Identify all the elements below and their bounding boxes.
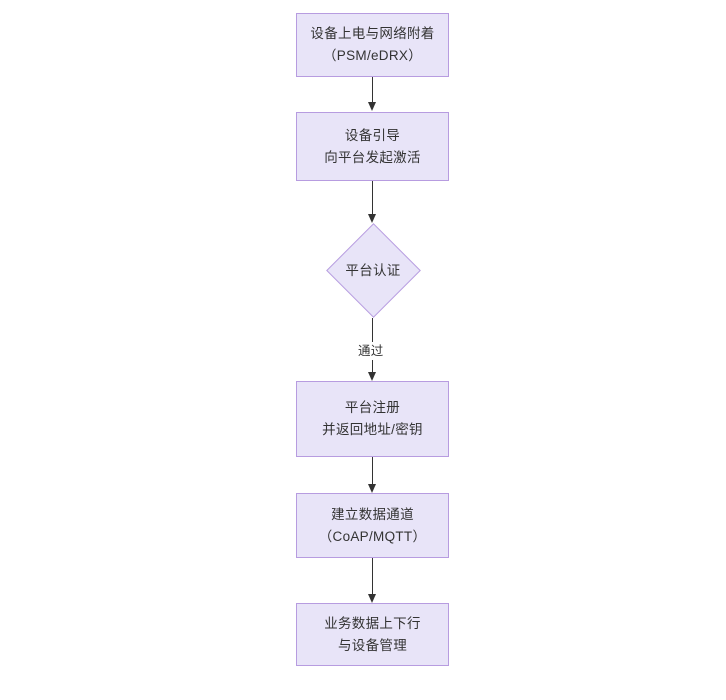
arrowhead-n2-n3: [368, 214, 376, 223]
flow-node-line-1: 建立数据通道: [331, 506, 414, 522]
flow-node-line-1: 设备引导: [344, 127, 401, 143]
flow-node-establish-data-channel[interactable]: 建立数据通道 （CoAP/MQTT）: [296, 493, 449, 558]
flow-node-line-1: 平台注册: [344, 400, 401, 415]
arrowhead-n4-n5: [368, 484, 376, 493]
flow-node-platform-auth-decision[interactable]: 平台认证: [325, 223, 421, 318]
flow-node-line-1: 设备上电与网络附着: [310, 26, 435, 41]
flow-node-line-2: 与设备管理: [338, 637, 407, 653]
flow-node-line-2: （CoAP/MQTT）: [318, 528, 427, 544]
arrowhead-n1-n2: [368, 102, 376, 111]
flow-node-line-2: 并返回地址/密钥: [322, 422, 423, 437]
connector-n1-n2: [372, 77, 373, 103]
connector-n4-n5: [372, 457, 373, 485]
arrowhead-n5-n6: [368, 594, 376, 603]
flow-node-line-2: 向平台发起激活: [324, 149, 421, 165]
flow-node-line-2: （PSM/eDRX）: [322, 48, 423, 63]
connector-n5-n6: [372, 558, 373, 595]
flow-node-platform-register[interactable]: 平台注册 并返回地址/密钥: [296, 381, 449, 457]
flow-node-business-data-and-device-mgmt[interactable]: 业务数据上下行 与设备管理: [296, 603, 449, 666]
arrowhead-n3-n4: [368, 372, 376, 381]
flow-node-line-1: 业务数据上下行: [324, 615, 421, 631]
connector-n2-n3: [372, 181, 373, 215]
flow-node-line-1: 平台认证: [345, 262, 401, 278]
flow-node-device-bootstrap[interactable]: 设备引导 向平台发起激活: [296, 112, 449, 181]
flow-node-device-power-on[interactable]: 设备上电与网络附着 （PSM/eDRX）: [296, 13, 449, 77]
connector-label-pass: 通过: [355, 342, 387, 360]
